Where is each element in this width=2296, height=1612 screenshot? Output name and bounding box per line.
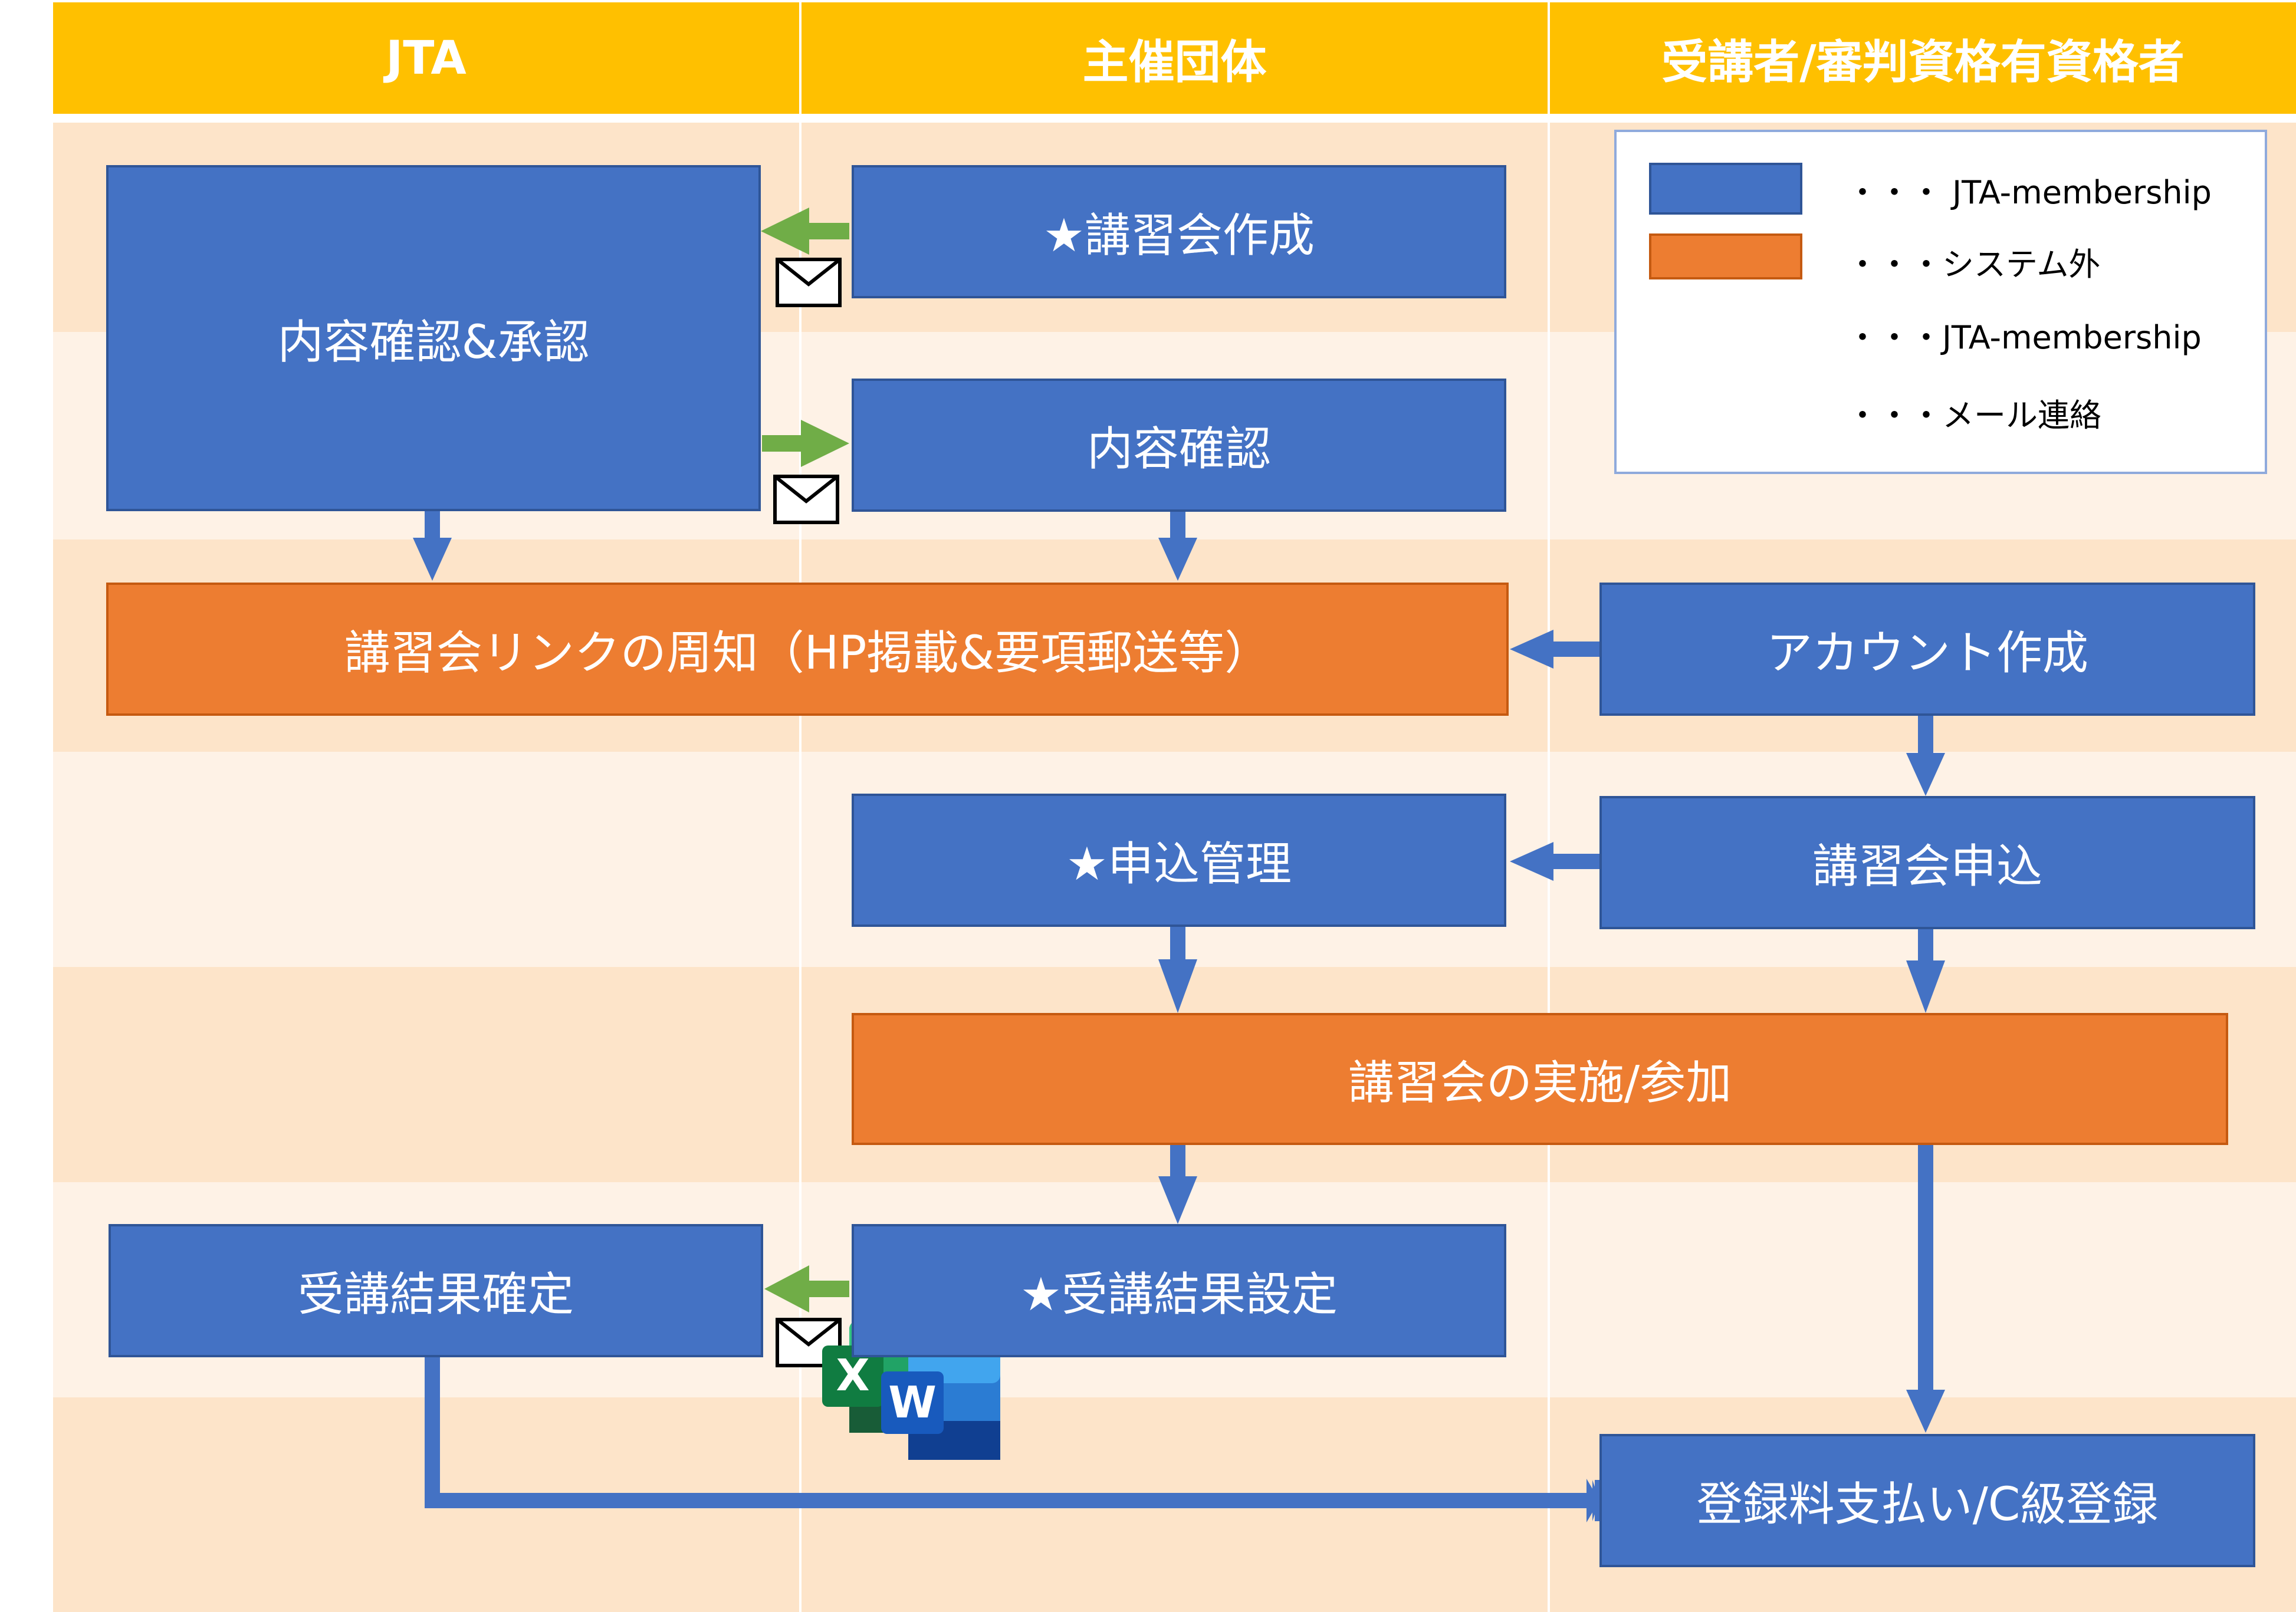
arrow-conduct-to-setting: [1158, 1176, 1197, 1224]
arrow-manage-to-conduct: [1158, 959, 1197, 1013]
box-content-check: 内容確認: [852, 379, 1506, 512]
svg-text:X: X: [836, 1350, 869, 1401]
legend-orange-box-label: ・・・システム外: [1847, 246, 2101, 283]
lane-header-jta: JTA: [53, 2, 799, 114]
box-create-course: ★講習会作成: [852, 165, 1506, 298]
arrow-account-to-notice: [1510, 630, 1553, 669]
box-result-confirm: 受講結果確定: [109, 1224, 763, 1357]
mail-arrow-approve-to-check: [801, 420, 849, 467]
envelope-icon: [776, 1318, 842, 1367]
lane-divider: [1548, 2, 1550, 1612]
box-result-setting: ★受講結果設定: [852, 1224, 1506, 1357]
arrow-apply-to-manage: [1510, 842, 1553, 881]
box-course-apply: 講習会申込: [1599, 796, 2255, 929]
box-application-manage: ★申込管理: [852, 794, 1506, 927]
mail-arrow-setting-to-confirm: [764, 1265, 809, 1312]
legend-blue-box-swatch: [1649, 163, 1802, 215]
legend-blue-arrow-label: ・・・JTA-membership: [1847, 319, 2202, 356]
box-course-conduct: 講習会の実施/参加: [852, 1013, 2228, 1145]
envelope-icon: [773, 475, 839, 524]
arrow-apply-to-conduct: [1906, 960, 1945, 1013]
box-account-create: アカウント作成: [1599, 583, 2255, 716]
word-icon: W: [881, 1345, 1000, 1460]
lane-header-organizer: 主催団体: [802, 2, 1548, 114]
arrow-approve-to-notice: [413, 538, 452, 581]
svg-text:W: W: [888, 1377, 937, 1428]
lane-header-participant: 受講者/審判資格有資格者: [1550, 2, 2296, 114]
mail-arrow-create-to-approve: [761, 208, 809, 255]
box-registration-payment: 登録料支払い/C級登録: [1599, 1434, 2255, 1567]
arrow-check-to-notice: [1158, 538, 1197, 581]
arrow-conduct-to-payment: [1906, 1390, 1945, 1433]
legend: ・・・ JTA-membership ・・・システム外 ・・・JTA-membe…: [1614, 130, 2267, 474]
lane-divider: [799, 2, 802, 1612]
arrow-account-to-apply: [1906, 753, 1945, 796]
box-course-link-notice: 講習会リンクの周知（HP掲載&要項郵送等）: [106, 583, 1509, 716]
box-content-check-approve: 内容確認&承認: [106, 165, 761, 511]
envelope-icon: [776, 258, 842, 307]
legend-orange-box-swatch: [1649, 233, 1802, 279]
legend-blue-box-label: ・・・ JTA-membership: [1847, 174, 2212, 211]
legend-green-arrow-label: ・・・メール連絡: [1847, 397, 2101, 434]
